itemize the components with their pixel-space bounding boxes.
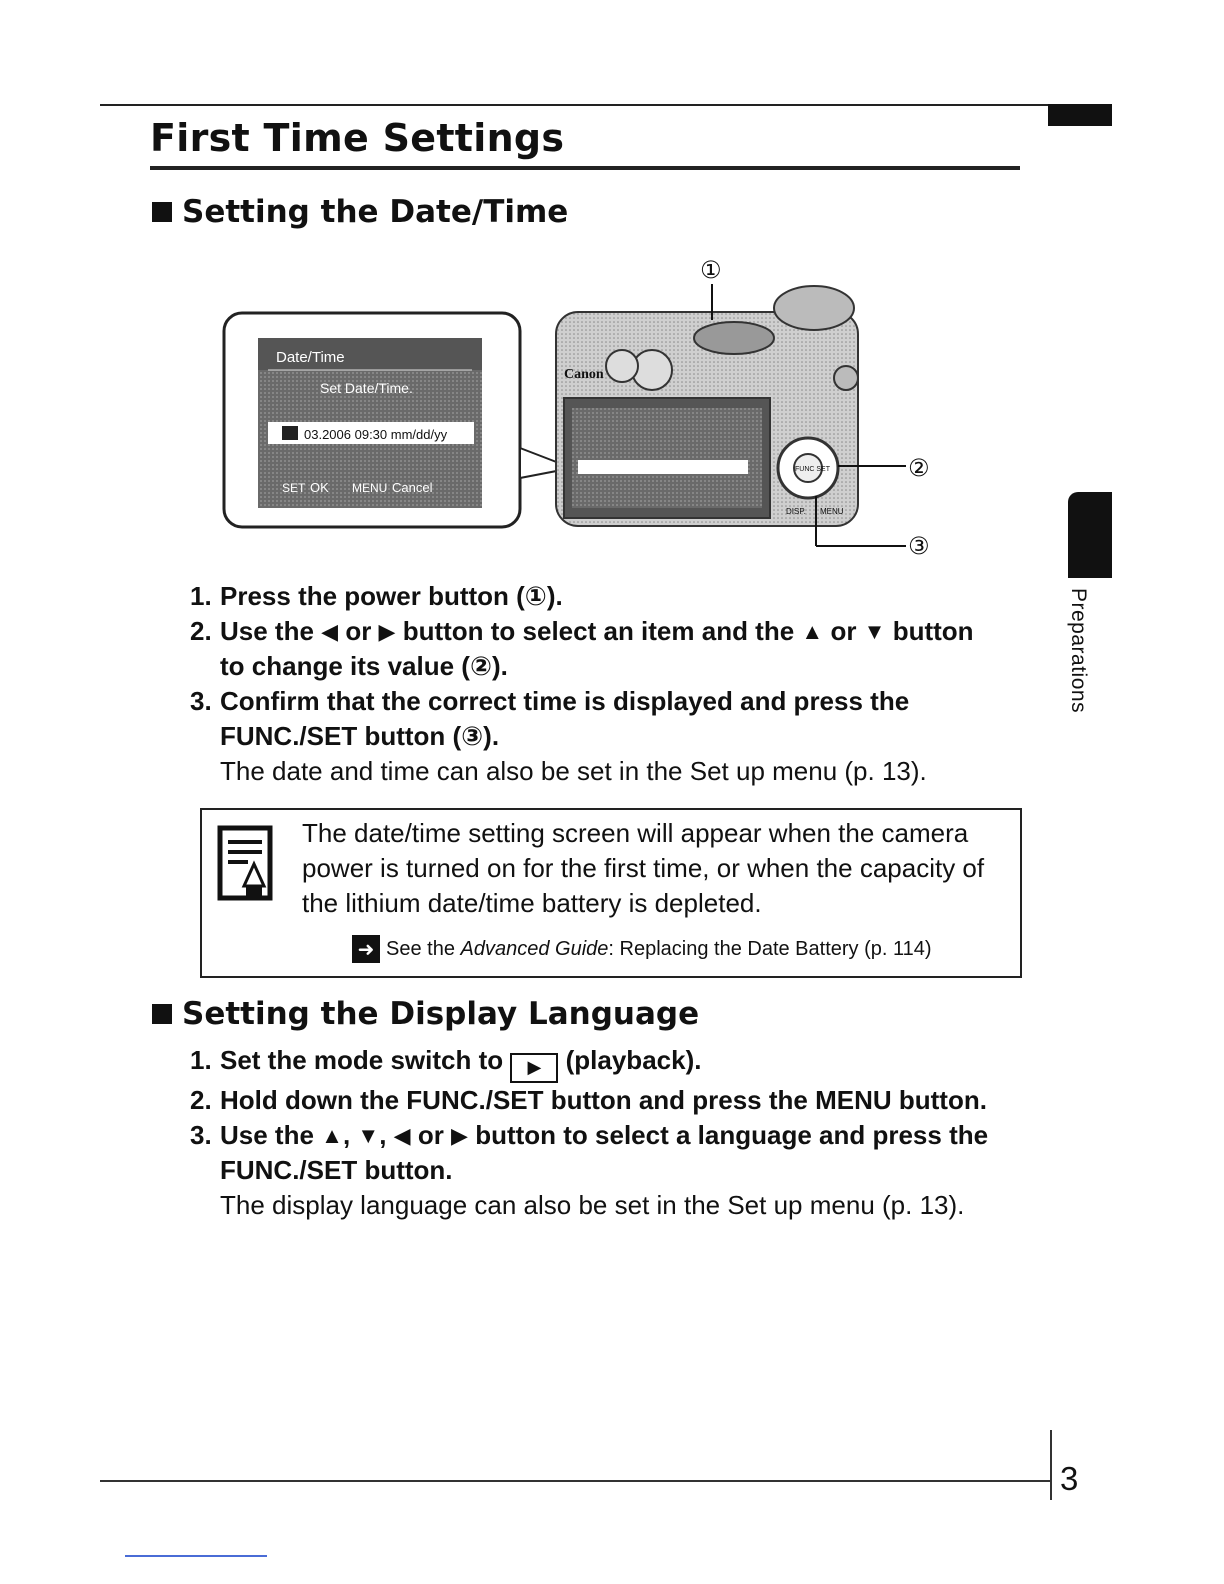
camera-menu: MENU [820,507,844,516]
callout-1: ① [700,256,722,284]
step-text: or [345,616,372,646]
lcd-date-value: 03.2006 09:30 mm/dd/yy [304,427,448,442]
lcd-cancel-label: Cancel [392,480,433,495]
arrow-left-icon: ◀ [393,1122,411,1148]
step-text: Confirm that the correct time is display… [220,686,910,751]
step-2: 2. Hold down the FUNC./SET button and pr… [190,1083,1030,1118]
side-tab-label: Preparations [1067,588,1090,714]
page-title: First Time Settings [150,116,565,160]
page-number-divider [1050,1430,1052,1500]
step-text: button to select a language and press th… [220,1119,989,1185]
page-number: 3 [1060,1460,1079,1497]
camera-disp: DISP. [786,507,806,516]
lcd-menu-label: MENU [352,481,387,495]
note-box: The date/time setting screen will appear… [200,808,1022,978]
step-text: , [342,1119,351,1150]
note-text: The date/time setting screen will appear… [302,818,985,918]
lcd-closeup: Date/Time Set Date/Time. 03.2006 09:30 m… [222,311,522,529]
callout-2: ② [908,454,930,482]
camera-illustration: Date/Time Set Date/Time. 03.2006 09:30 m… [222,256,930,560]
step-3: 3. Confirm that the correct time is disp… [190,684,990,789]
step-number: 2. [190,616,212,646]
section-heading-text: Setting the Display Language [182,996,700,1032]
section-heading-text: Setting the Date/Time [182,194,569,230]
step-text: Set the mode switch to [220,1045,504,1075]
step-text: button to select an item and the [402,616,795,646]
side-section-tab [1068,492,1112,578]
section-heading-date-time: Setting the Date/Time [152,194,568,230]
playback-icon: ▶ [510,1052,559,1083]
top-section-tab [1048,104,1112,126]
step-text: Press the power button (①). [220,581,563,611]
step-2: 2. Use the ◀ or ▶ button to select an it… [190,614,990,684]
step-number: 2. [190,1084,212,1115]
see-guide: Advanced Guide [460,937,609,960]
see-suffix: : Replacing the Date Battery (p. 114) [608,937,932,960]
arrow-down-icon: ▼ [863,619,886,644]
section-heading-display-language: Setting the Display Language [152,996,699,1032]
step-text: Use the [220,616,314,646]
footer-link-line [125,1555,267,1557]
bottom-rule [100,1480,1050,1482]
step-1: 1. Set the mode switch to ▶ (playback). [190,1043,1030,1083]
date-time-steps: 1. Press the power button (①). 2. Use th… [190,579,990,789]
step-text: button to change its value (②). [220,616,974,681]
step-note: The date and time can also be set in the… [220,756,927,786]
step-text: Hold down the FUNC./SET button and press… [220,1084,987,1115]
step-number: 1. [190,1045,212,1075]
step-text: or [830,616,857,646]
see-prefix: See the [386,937,455,960]
step-1: 1. Press the power button (①). [190,579,990,614]
arrow-right-icon: ▶ [451,1122,468,1148]
heading-bullet [152,1004,172,1024]
arrow-left-icon: ◀ [321,619,339,644]
top-rule [100,104,1048,106]
lcd-ok-label: OK [310,480,329,495]
arrow-up-icon: ▲ [321,1122,343,1148]
step-number: 3. [190,686,212,716]
step-text: , [379,1119,387,1150]
memo-icon [217,825,273,901]
language-steps: 1. Set the mode switch to ▶ (playback). … [190,1043,1030,1223]
lcd-title: Date/Time [276,349,345,366]
camera-brand: Canon [564,367,604,382]
step-note: The display language can also be set in … [220,1189,965,1220]
see-reference: ➜ See the Advanced Guide: Replacing the … [352,935,932,963]
arrow-down-icon: ▼ [357,1122,380,1148]
step-number: 1. [190,581,212,611]
heading-bullet [152,202,172,222]
step-text: (playback). [565,1045,702,1075]
lcd-set-label: SET [282,481,306,495]
lcd-subtitle: Set Date/Time. [320,380,413,396]
callout-3: ③ [908,532,930,560]
step-number: 3. [190,1119,212,1150]
title-rule [150,166,1020,170]
step-3: 3. Use the ▲, ▼, ◀ or ▶ button to select… [190,1118,1030,1223]
arrow-right-icon: ▶ [378,619,396,644]
arrow-up-icon: ▲ [801,619,824,644]
step-text: Use the [220,1119,314,1150]
camera-body: Canon FUNC SET DISP. MENU [555,285,859,527]
arrow-reference-icon: ➜ [352,935,380,963]
camera-func-set: FUNC SET [795,466,831,473]
step-text: or [417,1119,444,1150]
